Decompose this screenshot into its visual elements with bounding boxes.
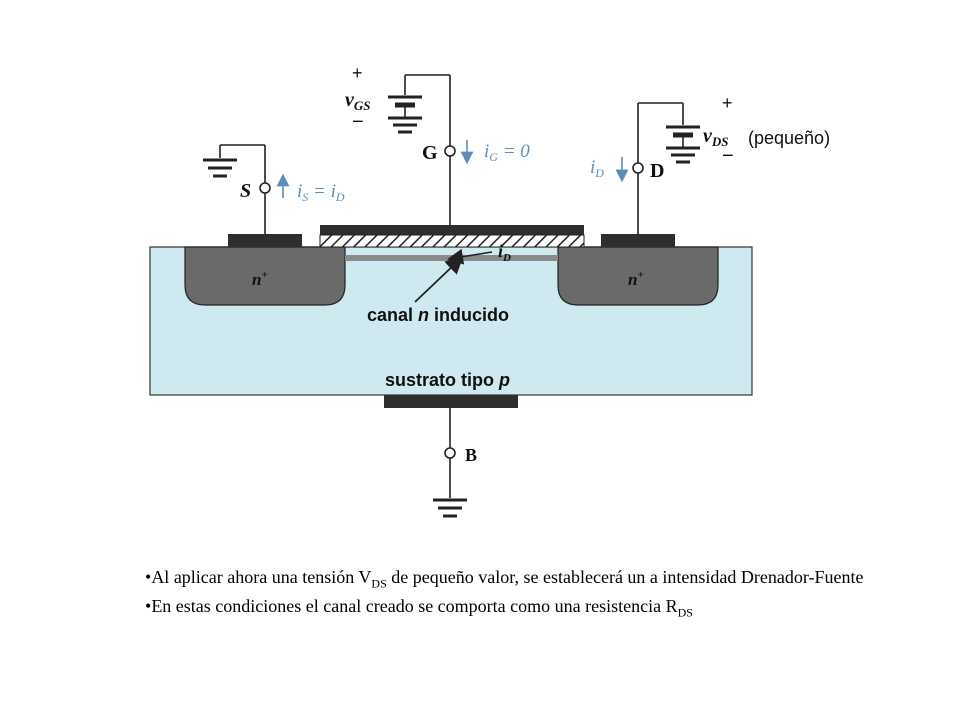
- vds-label: vDS: [703, 125, 729, 149]
- vgs-label: vGS: [345, 89, 371, 113]
- ig-label: iG = 0: [484, 141, 530, 164]
- n-plus-left-label: n+: [252, 269, 268, 289]
- gate-terminal: [444, 145, 456, 157]
- source-contact: [228, 234, 302, 247]
- mosfet-diagram: S G D B iS = iD iG = 0 iD iD + vGS − + v…: [149, 63, 830, 518]
- source-terminal: [259, 182, 271, 194]
- body-label: B: [465, 445, 477, 465]
- induced-channel: [345, 255, 558, 261]
- note-bullet-2: •En estas condiciones el canal creado se…: [145, 595, 693, 620]
- is-label: iS = iD: [297, 181, 345, 204]
- drain-contact: [601, 234, 675, 247]
- vds-note-label: (pequeño): [748, 128, 830, 148]
- note-bullet-1: •Al aplicar ahora una tensión VDS de peq…: [145, 567, 864, 591]
- gate-label: G: [422, 142, 438, 164]
- channel-label: canal n inducido: [367, 305, 509, 325]
- gate-metal: [320, 225, 584, 235]
- id-channel-label: iD: [498, 241, 511, 264]
- source-label: S: [240, 180, 251, 202]
- drain-terminal: [632, 162, 644, 174]
- body-terminal: [444, 447, 456, 459]
- id-label: iD: [590, 157, 604, 180]
- vgs-battery-icon: [388, 95, 422, 134]
- drain-label: D: [650, 160, 664, 182]
- ground-icon: [203, 158, 237, 178]
- vds-minus-label: −: [722, 145, 734, 167]
- ground-icon: [433, 498, 467, 518]
- channel-pointer-icon: [414, 255, 464, 303]
- notes-text: •Al aplicar ahora una tensión VDS de peq…: [145, 566, 865, 623]
- vds-battery-icon: [666, 125, 700, 164]
- gate-oxide: [319, 234, 585, 248]
- n-plus-right-label: n+: [628, 269, 644, 289]
- substrate-label: sustrato tipo p: [385, 370, 510, 390]
- vgs-plus-label: +: [352, 63, 363, 83]
- body-contact: [384, 395, 518, 408]
- vds-plus-label: +: [722, 93, 733, 113]
- n-region-right: [557, 246, 719, 306]
- vgs-minus-label: −: [352, 111, 364, 133]
- n-region-left: [184, 246, 346, 306]
